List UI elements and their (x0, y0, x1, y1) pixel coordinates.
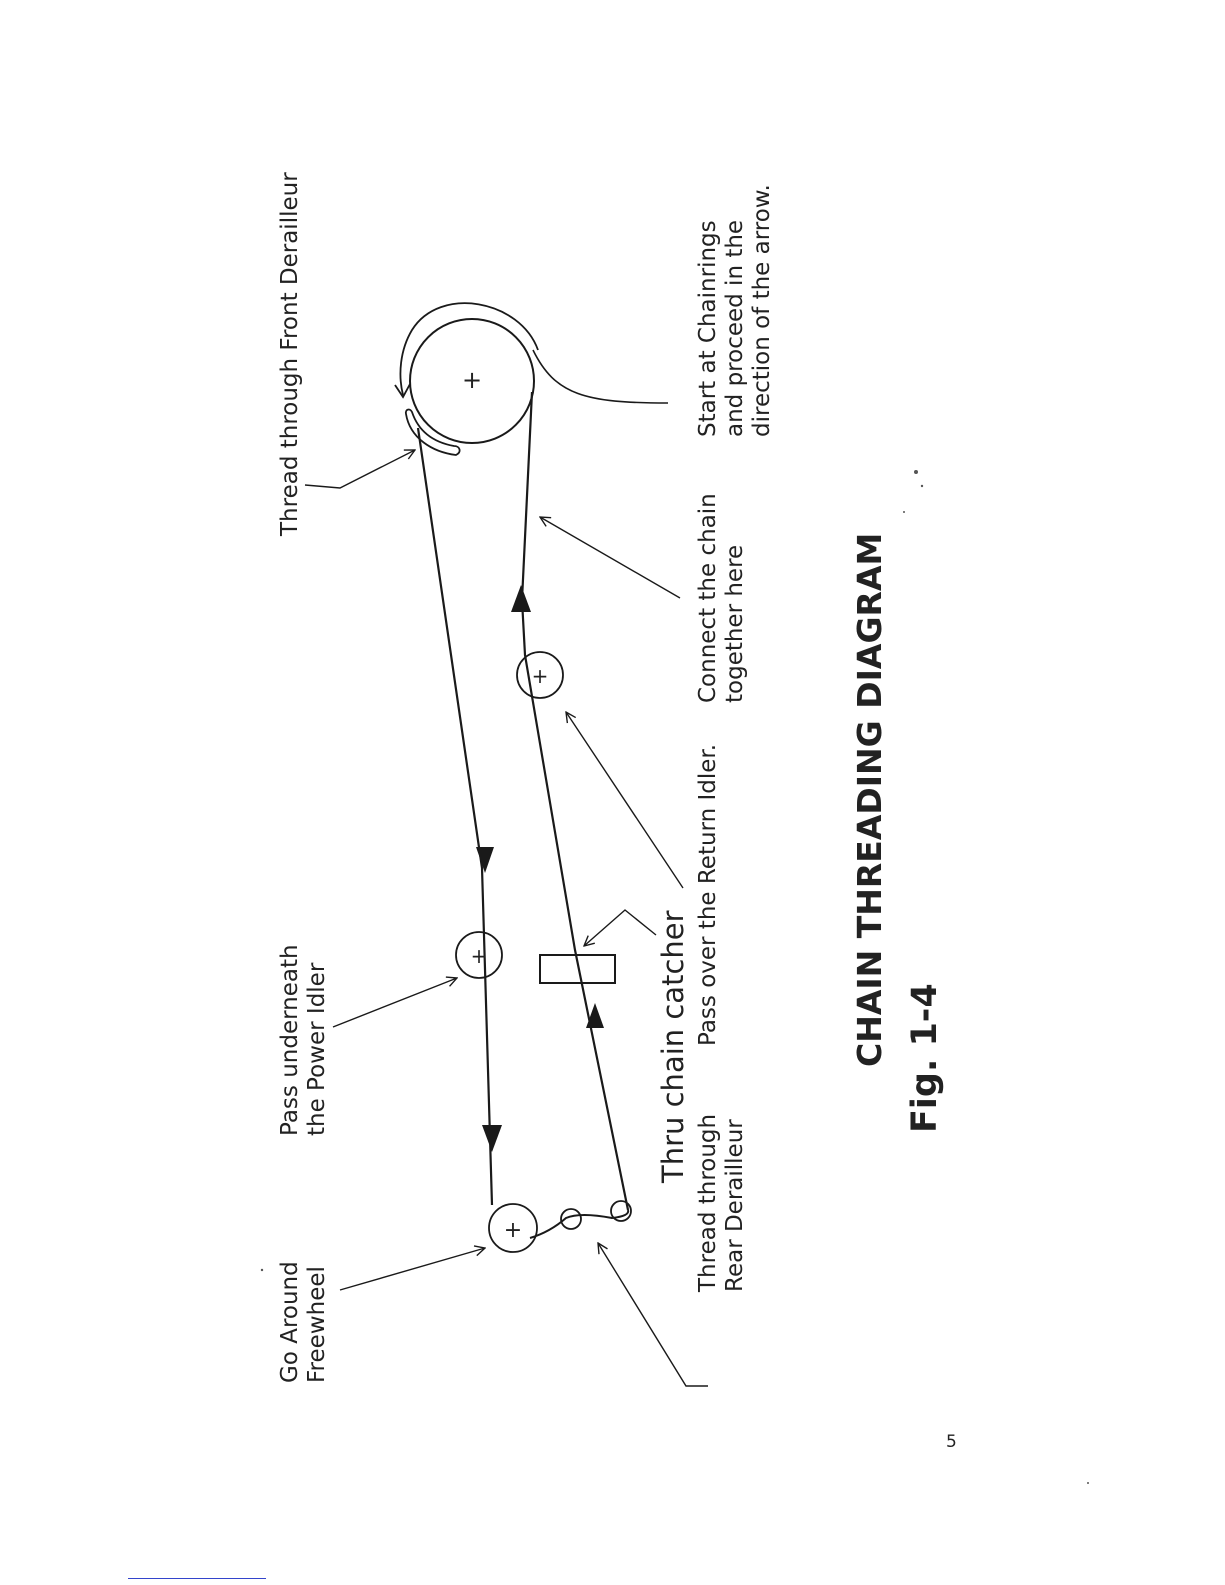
svg-text:Rear Derailleur: Rear Derailleur (722, 1119, 748, 1292)
label-freewheel: Go Around Freewheel (277, 1261, 330, 1383)
label-chain-catcher: Thru chain catcher (656, 910, 690, 1184)
return-idler: + (517, 652, 563, 698)
chainring-arm (533, 350, 668, 403)
svg-text:Start at Chainrings: Start at Chainrings (695, 220, 721, 437)
leader-freewheel (340, 1248, 485, 1290)
page-number: 5 (946, 1432, 957, 1452)
underline-artifact (128, 1578, 266, 1579)
figure-label: Fig. 1-4 (905, 983, 945, 1133)
leader-rear-derailleur (598, 1243, 708, 1386)
svg-text:Freewheel: Freewheel (304, 1266, 330, 1383)
leader-front-derailleur (305, 450, 415, 488)
svg-text:+: + (462, 366, 482, 394)
svg-text:Go Around: Go Around (277, 1261, 303, 1383)
svg-text:together here: together here (722, 545, 748, 703)
leader-return-idler (566, 712, 683, 888)
chain-path (395, 303, 668, 1238)
arrow-down-upper (476, 847, 494, 873)
chainring: + (410, 319, 534, 443)
label-connect-chain: Connect the chain together here (695, 493, 748, 703)
arrow-down-lower (482, 1125, 502, 1152)
svg-text:Thru chain catcher: Thru chain catcher (656, 910, 690, 1184)
svg-text:Pass underneath: Pass underneath (277, 944, 303, 1136)
label-rear-derailleur: Thread through Rear Derailleur (695, 1114, 748, 1293)
power-idler: + (456, 932, 502, 978)
chain-top-run (418, 428, 492, 1205)
freewheel: + (489, 1204, 537, 1252)
svg-text:Fig. 1-4: Fig. 1-4 (905, 983, 945, 1133)
svg-text:Thread through: Thread through (695, 1114, 721, 1293)
leader-lines (305, 450, 708, 1386)
svg-text:CHAIN THREADING DIAGRAM: CHAIN THREADING DIAGRAM (850, 533, 889, 1067)
svg-text:the Power Idler: the Power Idler (304, 962, 330, 1136)
label-return-idler: Pass over the Return Idler. (695, 744, 721, 1046)
svg-text:direction of the arrow.: direction of the arrow. (749, 184, 775, 437)
front-derailleur-cage (406, 410, 460, 455)
leader-power-idler (333, 978, 457, 1027)
svg-text:+: + (504, 1218, 522, 1243)
svg-text:+: + (471, 944, 488, 968)
diagram-title: CHAIN THREADING DIAGRAM (850, 533, 889, 1067)
svg-text:and proceed in the: and proceed in the (722, 220, 748, 437)
leader-connect-chain (540, 517, 680, 598)
svg-text:Pass over the Return Idler.: Pass over the Return Idler. (695, 744, 721, 1046)
chain-bottom-run (522, 392, 628, 1210)
leader-chain-catcher (584, 910, 656, 946)
label-power-idler: Pass underneath the Power Idler (277, 944, 330, 1136)
svg-text:Connect the chain: Connect the chain (695, 493, 721, 703)
label-front-derailleur: Thread through Front Derailleur (277, 172, 303, 537)
label-chainrings: Start at Chainrings and proceed in the d… (695, 184, 775, 437)
svg-text:+: + (532, 664, 549, 688)
svg-text:Thread through Front Derailleu: Thread through Front Derailleur (277, 172, 303, 537)
arrow-up-upper (511, 585, 531, 612)
